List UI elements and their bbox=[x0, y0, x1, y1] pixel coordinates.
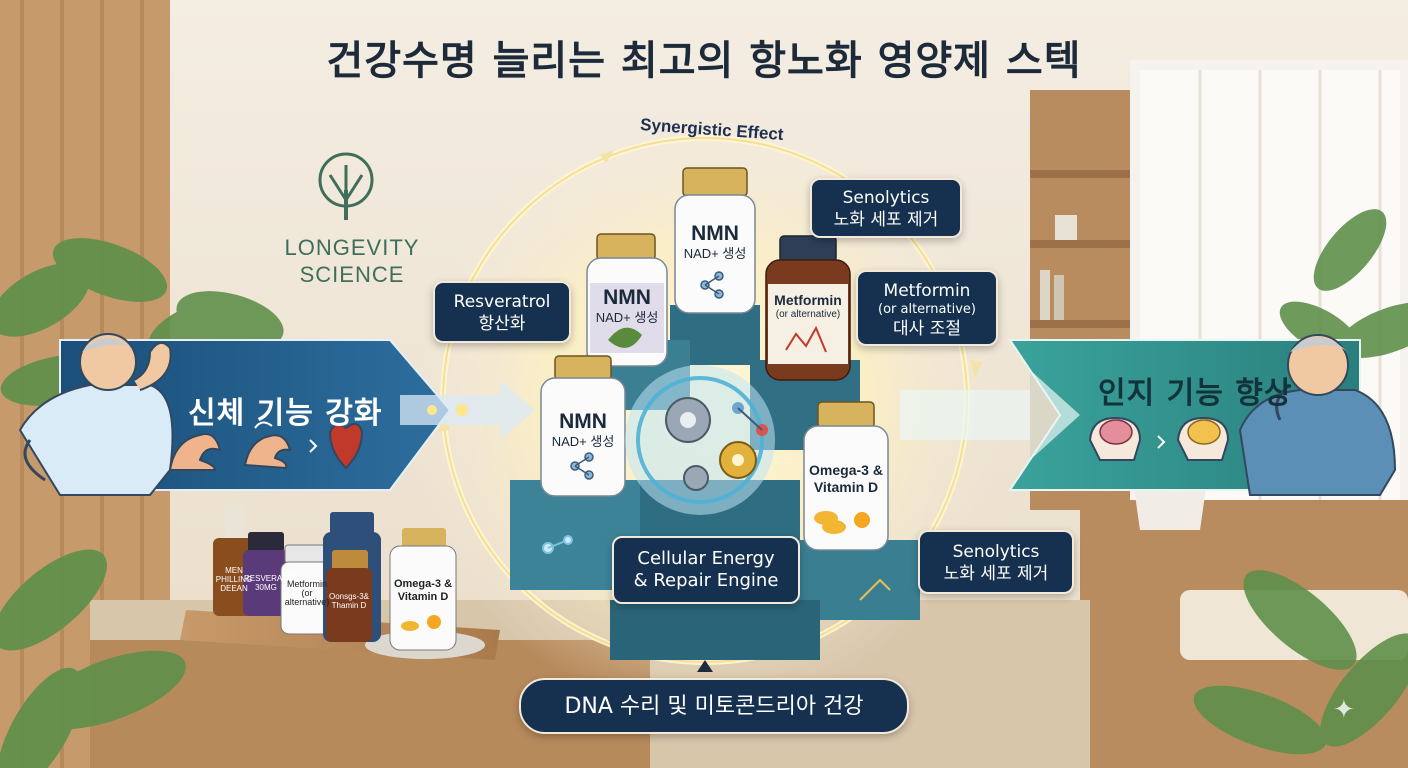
callout-resveratrol: Resveratrol 항산화 bbox=[433, 281, 571, 343]
shelf-label-3b: (or alternative) bbox=[284, 588, 330, 607]
page-title: 건강수명 늘리는 최고의 항노화 영양제 스텍 bbox=[326, 38, 1082, 84]
brand-line2: SCIENCE bbox=[299, 262, 405, 287]
bottle-omega: Omega-3 & Vitamin D bbox=[805, 462, 887, 496]
bottle-metformin-shape bbox=[765, 235, 851, 381]
callout-senolytics-bottom-ko: 노화 세포 제거 bbox=[943, 564, 1049, 584]
shelf-label-3a: Metformin bbox=[286, 579, 327, 589]
sparkle-icon: ✦ bbox=[1333, 695, 1355, 725]
bottle-metformin-sub: (or alternative) bbox=[775, 309, 841, 320]
bottle-nmn-top-sub: NAD+ 생성 bbox=[683, 246, 747, 261]
bottle-nmn-low-name: NMN bbox=[559, 410, 607, 433]
callout-dna: DNA 수리 및 미토콘드리아 건강 bbox=[519, 678, 909, 734]
bottle-nmn-top-shape bbox=[674, 167, 756, 314]
callout-senolytics-bottom: Senolytics 노화 세포 제거 bbox=[918, 530, 1074, 594]
bottle-nmn-mid-name: NMN bbox=[603, 286, 651, 309]
tree-logo-icon bbox=[318, 152, 374, 220]
left-banner-label: 신체 기능 강화 bbox=[188, 396, 383, 431]
callout-engine-line2: & Repair Engine bbox=[633, 570, 779, 591]
shelf-label-1: MEN PHILLING DEEAN bbox=[215, 566, 253, 593]
callout-metformin-sub: (or alternative) bbox=[878, 302, 976, 317]
shelf-label-3: Metformin (or alternative) bbox=[282, 580, 332, 607]
bottle-omega-shape bbox=[803, 401, 889, 551]
brand-name: LONGEVITY SCIENCE bbox=[262, 234, 442, 288]
bottle-metformin-name: Metformin bbox=[774, 292, 842, 308]
shelf-label-4: Oonsgs-3& Thamin D bbox=[327, 592, 371, 610]
bottle-omega-line1: Omega-3 & bbox=[809, 462, 883, 478]
right-banner-label: 인지 기능 향상 bbox=[1098, 376, 1293, 411]
shelf-label-5b: Vitamin D bbox=[397, 591, 449, 603]
bottle-nmn-low-shape bbox=[540, 355, 626, 497]
gear-engine-icon bbox=[625, 365, 775, 515]
brand-line1: LONGEVITY bbox=[284, 235, 420, 260]
bottle-nmn-top-name: NMN bbox=[691, 222, 739, 245]
bottle-metformin: Metformin (or alternative) bbox=[768, 292, 848, 321]
right-icons bbox=[1088, 416, 1230, 461]
callout-engine: Cellular Energy & Repair Engine bbox=[612, 536, 800, 604]
shelf-label-4b: Thamin D bbox=[331, 601, 367, 610]
bottle-nmn-mid-shape bbox=[586, 233, 668, 367]
callout-metformin-en: Metformin bbox=[883, 281, 971, 301]
shelf-label-5a: Omega-3 & bbox=[393, 578, 453, 590]
bottle-nmn-low-sub: NAD+ 생성 bbox=[551, 434, 615, 449]
shelf-label-2: RESVERATROL 30MG bbox=[244, 574, 303, 592]
shelf-label-4a: Oonsgs-3& bbox=[328, 592, 370, 601]
man-right-figure bbox=[1238, 334, 1397, 496]
man-left-figure bbox=[18, 333, 174, 496]
callout-metformin-ko: 대사 조절 bbox=[893, 319, 961, 339]
bottle-nmn-top: NMN NAD+ 생성 bbox=[676, 222, 754, 262]
bottle-nmn-low: NMN NAD+ 생성 bbox=[542, 410, 624, 450]
left-icons bbox=[168, 421, 364, 471]
callout-engine-line1: Cellular Energy bbox=[637, 548, 775, 569]
callout-dna-text: DNA 수리 및 미토콘드리아 건강 bbox=[564, 694, 864, 719]
bottle-omega-line2: Vitamin D bbox=[813, 479, 879, 495]
callout-senolytics-top: Senolytics 노화 세포 제거 bbox=[810, 178, 962, 238]
plant-right bbox=[1193, 209, 1408, 755]
callout-resveratrol-en: Resveratrol bbox=[453, 292, 551, 312]
bottle-nmn-mid-sub: NAD+ 생성 bbox=[595, 310, 659, 325]
bottle-nmn-mid: NMN NAD+ 생성 bbox=[588, 286, 666, 326]
callout-resveratrol-ko: 항산화 bbox=[478, 314, 526, 334]
callout-senolytics-bottom-en: Senolytics bbox=[952, 542, 1040, 562]
shelf-label-5: Omega-3 & Vitamin D bbox=[391, 578, 455, 604]
callout-senolytics-top-ko: 노화 세포 제거 bbox=[833, 210, 939, 230]
callout-senolytics-top-en: Senolytics bbox=[842, 188, 930, 208]
shelf bbox=[180, 505, 500, 660]
callout-metformin: Metformin (or alternative) 대사 조절 bbox=[856, 270, 998, 346]
